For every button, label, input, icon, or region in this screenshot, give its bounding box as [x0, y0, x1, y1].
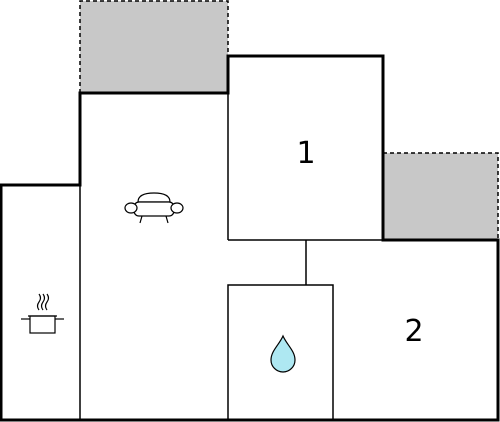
- sofa-icon: [124, 192, 184, 224]
- room-label-2: 2: [404, 314, 423, 349]
- terrace-top: [79, 0, 229, 93]
- water-drop-icon: [270, 334, 296, 373]
- room-label-1: 1: [296, 136, 315, 171]
- cooking-pot-icon: [21, 293, 64, 334]
- interior-walls: [79, 93, 383, 420]
- terrace-right: [383, 152, 499, 241]
